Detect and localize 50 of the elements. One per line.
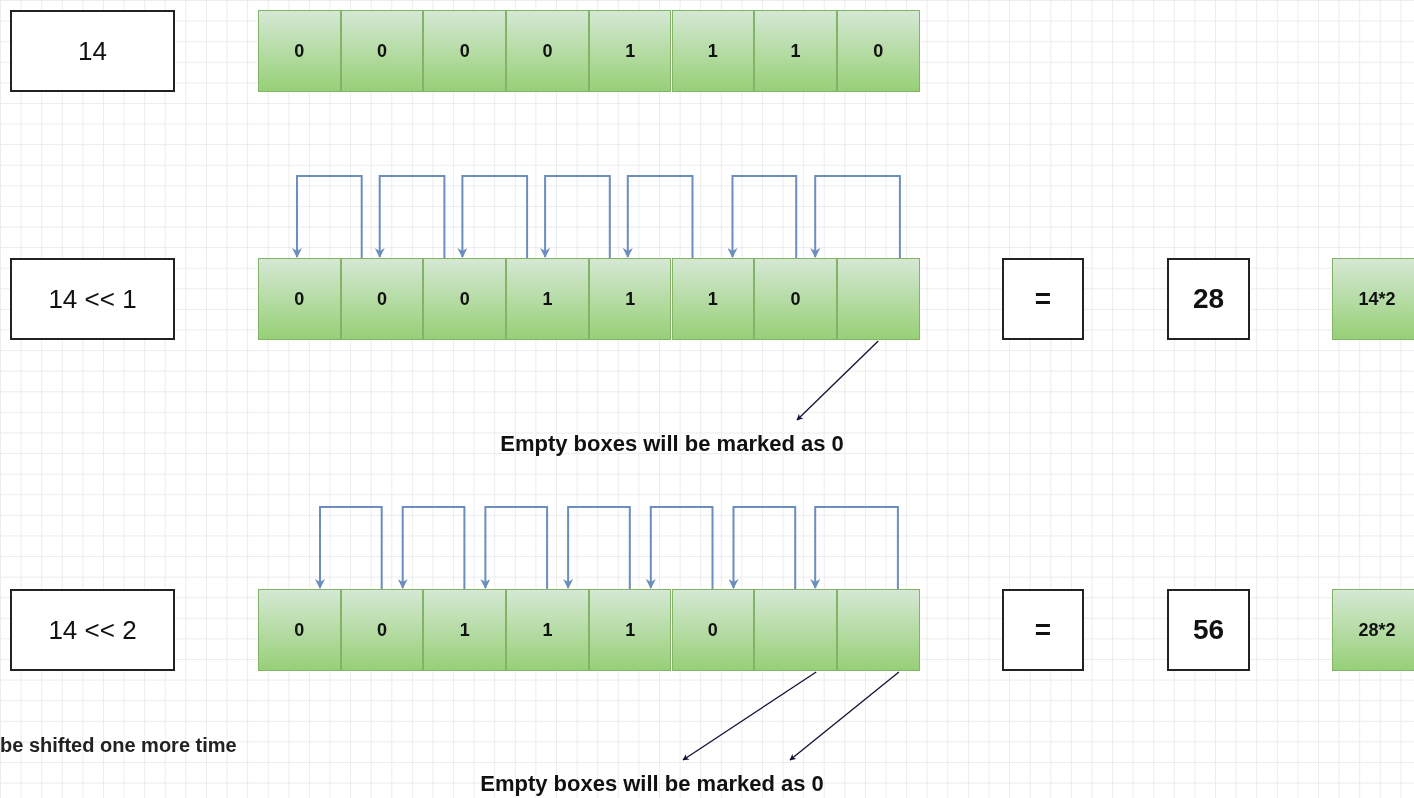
bit-cell: 1 xyxy=(588,10,672,92)
note-text: be shifted one more time xyxy=(0,734,237,757)
bit-cell: 1 xyxy=(671,10,755,92)
bit-cell: 0 xyxy=(671,589,755,671)
bit-cell: 0 xyxy=(340,258,424,340)
shift-arrow xyxy=(645,506,714,590)
value-box: 14 xyxy=(10,10,175,92)
bit-cell: 1 xyxy=(423,589,507,671)
leader-arrow xyxy=(796,340,879,421)
value-box: 14 << 1 xyxy=(10,258,175,340)
shift-arrow xyxy=(563,506,631,590)
shift-arrow xyxy=(728,506,797,590)
bit-cell: 0 xyxy=(258,10,341,92)
result-box: = xyxy=(1002,589,1084,671)
bit-cell: 0 xyxy=(423,258,507,340)
shift-arrow xyxy=(480,506,549,590)
bit-cell: 1 xyxy=(588,589,672,671)
bit-cell: 14*2 xyxy=(1332,258,1414,340)
shift-arrow xyxy=(622,175,694,259)
bit-cell: 0 xyxy=(258,589,341,671)
bit-cell: 0 xyxy=(340,589,424,671)
shift-arrow xyxy=(397,506,466,590)
bit-cell: 1 xyxy=(506,589,589,671)
bit-cell: 0 xyxy=(754,258,837,340)
shift-arrow xyxy=(292,175,363,259)
shift-arrow xyxy=(540,175,611,259)
note-text: Empty boxes will be marked as 0 xyxy=(421,768,883,798)
bit-cell: 0 xyxy=(340,10,424,92)
bit-cell: 1 xyxy=(754,10,837,92)
leader-arrow xyxy=(789,671,900,761)
result-box: = xyxy=(1002,258,1084,340)
shift-arrow xyxy=(727,175,798,259)
bit-cell: 0 xyxy=(258,258,341,340)
shift-arrow xyxy=(315,506,383,590)
leader-arrow xyxy=(682,671,817,761)
result-box: 28 xyxy=(1167,258,1250,340)
note-text: Empty boxes will be marked as 0 xyxy=(442,428,902,460)
bit-cell: 28*2 xyxy=(1332,589,1414,671)
result-box: 56 xyxy=(1167,589,1250,671)
bit-cell: 0 xyxy=(423,10,507,92)
shift-arrow xyxy=(374,175,446,259)
shift-arrow xyxy=(810,175,901,259)
value-box: 14 << 2 xyxy=(10,589,175,671)
bit-cell: 0 xyxy=(506,10,589,92)
bit-cell: 1 xyxy=(588,258,672,340)
bit-cell: 1 xyxy=(506,258,589,340)
shift-arrow xyxy=(810,506,899,590)
bit-cell: 1 xyxy=(671,258,755,340)
bit-cell: 0 xyxy=(836,10,920,92)
shift-arrow xyxy=(457,175,529,259)
